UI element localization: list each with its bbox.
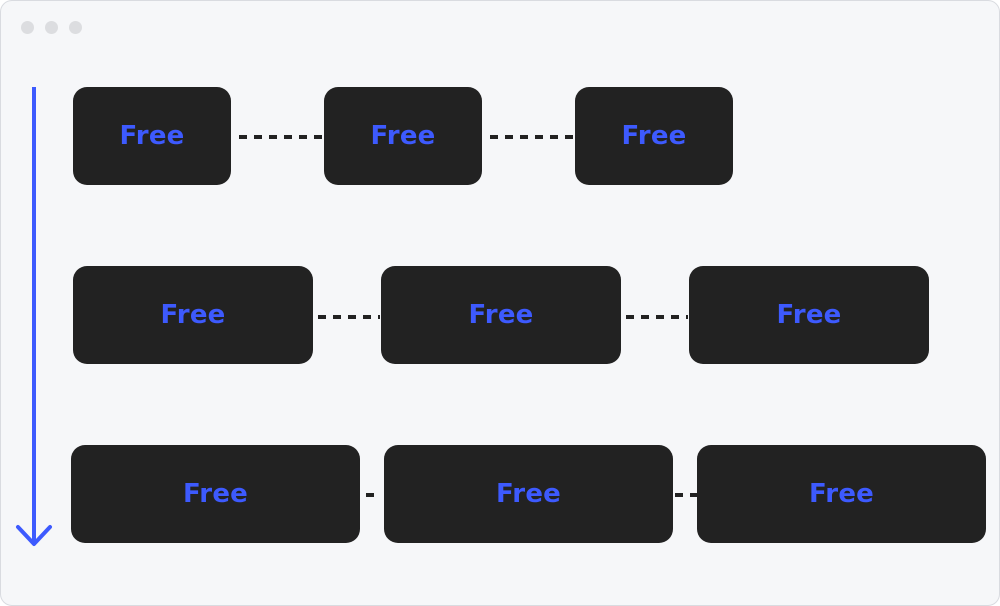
dashed-connector bbox=[366, 493, 376, 497]
node-label: Free bbox=[183, 479, 248, 509]
window-dot-icon bbox=[69, 21, 82, 34]
node-label: Free bbox=[160, 300, 226, 330]
arrow-down-icon bbox=[16, 87, 52, 546]
free-node: Free bbox=[575, 87, 733, 185]
node-label: Free bbox=[370, 121, 436, 151]
window-dot-icon bbox=[45, 21, 58, 34]
node-label: Free bbox=[621, 121, 687, 151]
node-label: Free bbox=[496, 479, 561, 509]
node-label: Free bbox=[468, 300, 534, 330]
free-node: Free bbox=[381, 266, 621, 364]
free-node: Free bbox=[73, 87, 231, 185]
window-dot-icon bbox=[21, 21, 34, 34]
free-node: Free bbox=[71, 445, 360, 543]
node-label: Free bbox=[776, 300, 842, 330]
free-node: Free bbox=[73, 266, 313, 364]
free-node: Free bbox=[697, 445, 986, 543]
dashed-connector bbox=[239, 135, 323, 139]
node-label: Free bbox=[809, 479, 874, 509]
dashed-connector bbox=[626, 315, 688, 319]
free-node: Free bbox=[384, 445, 673, 543]
dashed-connector bbox=[490, 135, 574, 139]
dashed-connector bbox=[318, 315, 380, 319]
dashed-connector bbox=[675, 493, 697, 497]
free-node: Free bbox=[689, 266, 929, 364]
node-label: Free bbox=[119, 121, 185, 151]
free-node: Free bbox=[324, 87, 482, 185]
